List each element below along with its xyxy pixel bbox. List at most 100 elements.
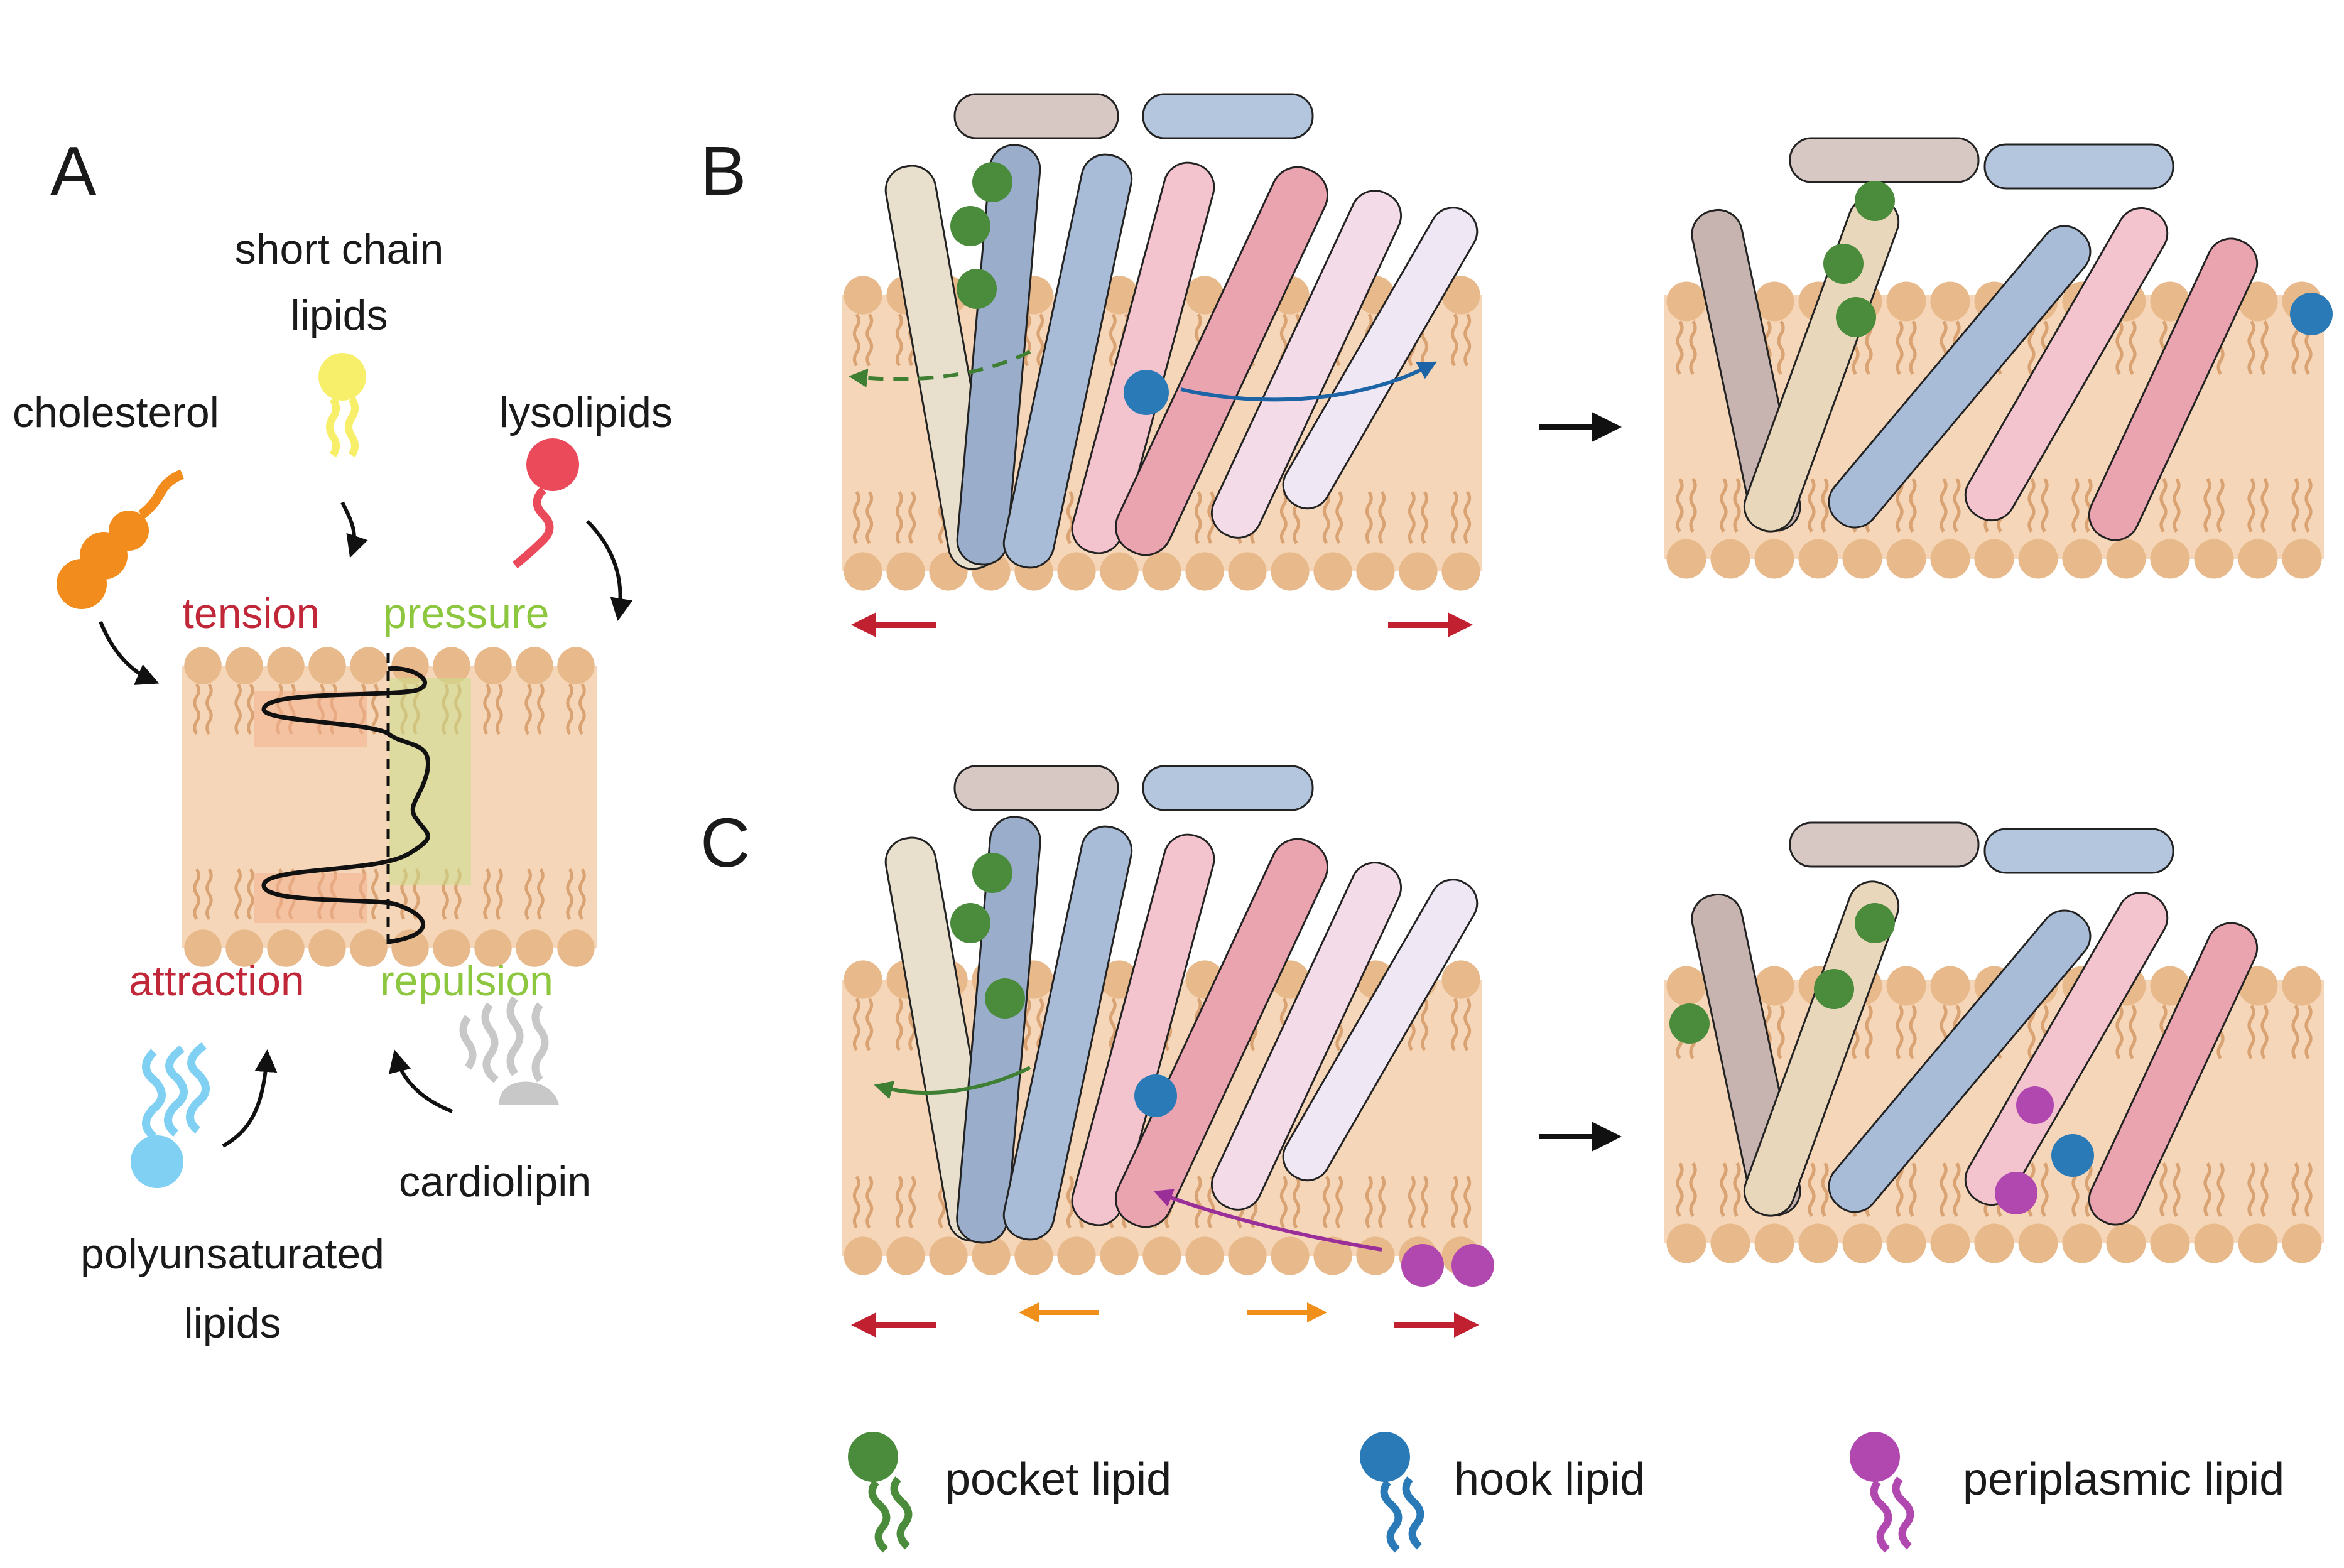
panel-c-hook-lipid xyxy=(1134,1074,1177,1117)
panel-b-hook-lipid xyxy=(1124,370,1169,415)
lipid-headgroup xyxy=(474,647,512,684)
lipid-headgroup xyxy=(474,929,512,967)
repulsion-label: repulsion xyxy=(380,957,553,1005)
lipid-headgroup xyxy=(1754,966,1794,1006)
lipid-headgroup xyxy=(1886,281,1926,322)
lipid-headgroup xyxy=(1356,1236,1395,1275)
lipid-headgroup xyxy=(1271,1236,1310,1275)
lipid-headgroup xyxy=(1754,539,1794,579)
panel-c-pocket-lipid-exit-arrow xyxy=(874,1066,1031,1100)
lipid-headgroup xyxy=(1228,552,1267,591)
panel-c-right-lipids-bound xyxy=(1669,903,2094,1214)
lipid-headgroup xyxy=(1974,539,2014,579)
lipid-headgroup xyxy=(2150,1223,2190,1263)
lateral-pressure-profile xyxy=(261,666,430,944)
lipid-headgroup xyxy=(1057,1236,1096,1275)
lysolipids-label: lysolipids xyxy=(499,389,673,436)
lipid-headgroup xyxy=(557,647,595,684)
lipid-headgroup xyxy=(844,1236,882,1275)
polyunsaturated-lipid-icon xyxy=(131,1042,210,1188)
lipid-headgroup xyxy=(433,929,470,967)
lipid-headgroup xyxy=(1356,552,1395,591)
panel-a: tension pressure attraction repulsion sh… xyxy=(13,225,673,1347)
lipid-headgroup xyxy=(844,960,882,999)
cholesterol-icon xyxy=(57,469,185,609)
lipid-headgroup xyxy=(2062,1223,2102,1263)
panel-b-transporter-open xyxy=(884,93,1479,570)
lipid-headgroup xyxy=(2062,539,2102,579)
lipid-headgroup xyxy=(1666,966,1706,1006)
lipid-headgroup xyxy=(2106,539,2146,579)
lipid-headgroup xyxy=(1100,552,1139,591)
lipid-headgroup xyxy=(225,647,263,684)
lipid-headgroup xyxy=(1185,1236,1224,1275)
lipid-headgroup xyxy=(1441,552,1480,591)
lipid-headgroup xyxy=(1142,552,1181,591)
lipid-headgroup xyxy=(1271,552,1310,591)
lipid-headgroup xyxy=(1441,276,1480,315)
polyunsaturated-label-2: lipids xyxy=(184,1299,281,1347)
lipid-headgroup xyxy=(1399,552,1438,591)
panel-b-left-lipid-layer xyxy=(844,276,1480,591)
lipid-headgroup xyxy=(1930,539,1970,579)
lipid-headgroup xyxy=(2238,1223,2278,1263)
legend-pocket-lipid-label: pocket lipid xyxy=(945,1454,1171,1505)
lipid-headgroup xyxy=(433,647,470,684)
cholesterol-label: cholesterol xyxy=(13,389,219,436)
lipid-headgroup xyxy=(184,647,222,684)
lipid-headgroup xyxy=(516,929,553,967)
pocket-lipid-icon xyxy=(848,1432,913,1553)
panel-b-pocket-lipids xyxy=(950,162,1012,309)
lipid-headgroup xyxy=(2018,1223,2058,1263)
lipid-headgroup xyxy=(2238,539,2278,579)
lipid-headgroup xyxy=(1014,1236,1053,1275)
lipid-headgroup xyxy=(2282,966,2322,1006)
lipid-headgroup xyxy=(886,1236,925,1275)
lipid-headgroup xyxy=(2282,1223,2322,1263)
lipid-headgroup xyxy=(1710,539,1750,579)
lipid-headgroup xyxy=(267,929,305,967)
panel-label-b: B xyxy=(700,132,746,210)
lipid-headgroup xyxy=(1974,1223,2014,1263)
panel-label-a: A xyxy=(50,132,97,210)
lipid-headgroup xyxy=(2282,539,2322,579)
lipid-headgroup xyxy=(1710,1223,1750,1263)
panel-c-periplasmic-lipids xyxy=(1401,1244,1494,1287)
lipid-headgroup xyxy=(1886,539,1926,579)
periplasmic-lipid-icon xyxy=(1850,1432,1914,1553)
lipid-headgroup xyxy=(1313,1236,1352,1275)
lipid-headgroup xyxy=(844,552,882,591)
lipid-headgroup xyxy=(516,647,553,684)
lipid-headgroup xyxy=(1798,539,1838,579)
panel-c-transporter-open xyxy=(884,765,1479,1244)
lipid-headgroup xyxy=(1313,552,1352,591)
lipid-headgroup xyxy=(1228,1236,1267,1275)
lipid-headgroup xyxy=(557,929,595,967)
periplasmic-lipid-entry-arrow xyxy=(1153,1189,1382,1252)
legend: pocket lipid hook lipid periplasmic lipi… xyxy=(848,1432,2284,1553)
panel-b-right-hook-lipid xyxy=(2290,293,2333,335)
lipid-headgroup xyxy=(1754,1223,1794,1263)
lipid-headgroup xyxy=(886,552,925,591)
lipid-headgroup xyxy=(2150,539,2190,579)
panel-a-lipid-layer xyxy=(184,647,595,967)
lipid-headgroup xyxy=(972,1236,1011,1275)
panel-b-transporter-closed xyxy=(1691,137,2259,541)
short-chain-label-1: short chain xyxy=(235,225,444,273)
lipid-headgroup xyxy=(1666,539,1706,579)
lipid-headgroup xyxy=(2194,1223,2234,1263)
panel-b xyxy=(842,93,2333,637)
lipid-headgroup xyxy=(2150,281,2190,322)
panel-c xyxy=(842,765,2324,1338)
hook-lipid-icon xyxy=(1360,1432,1424,1553)
panel-c-pocket-lipids xyxy=(950,853,1025,1019)
lipid-headgroup xyxy=(350,929,388,967)
panel-label-c: C xyxy=(700,804,750,882)
legend-hook-lipid-label: hook lipid xyxy=(1454,1454,1645,1505)
lipid-headgroup xyxy=(350,647,388,684)
lipid-headgroup xyxy=(2150,966,2190,1006)
lipid-headgroup xyxy=(2194,539,2234,579)
lipid-headgroup xyxy=(1842,539,1882,579)
lipid-headgroup xyxy=(1666,1223,1706,1263)
lipid-headgroup xyxy=(1185,276,1224,315)
